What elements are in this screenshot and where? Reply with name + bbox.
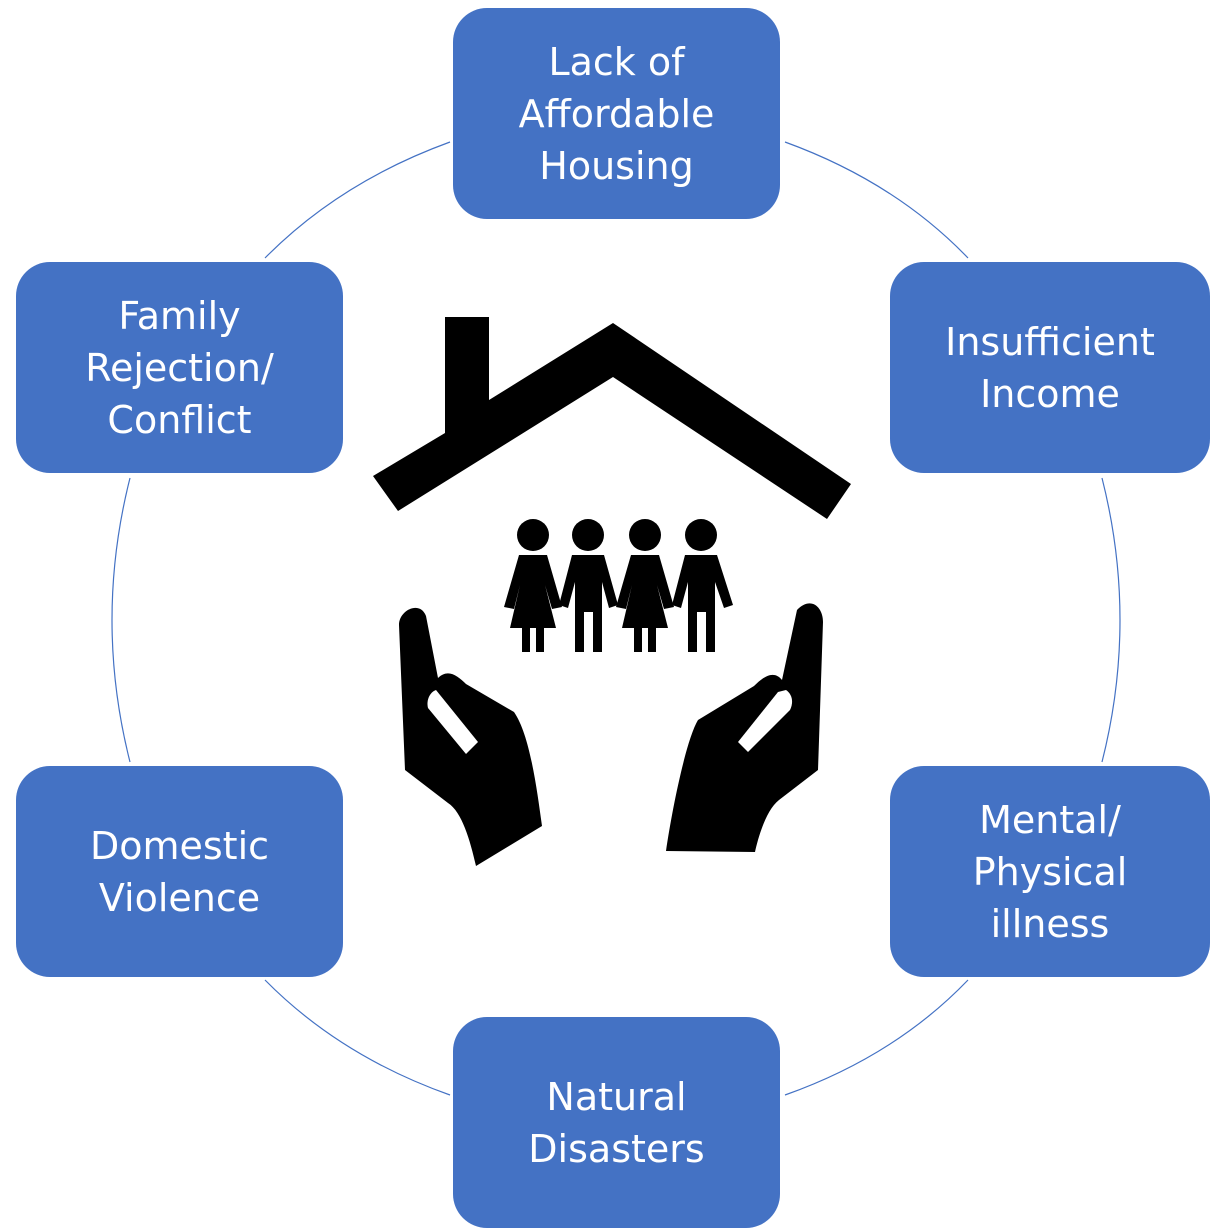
node-label: Mental/ Physical illness <box>972 797 1128 946</box>
ring-arc-bottomleft-to-topleft <box>111 477 131 763</box>
node-mental-physical-illness: Mental/ Physical illness <box>890 766 1210 977</box>
node-label: Insufficient Income <box>945 319 1155 416</box>
node-family-rejection-conflict: Family Rejection/ Conflict <box>16 262 343 473</box>
node-label: Family Rejection/ Conflict <box>85 293 274 442</box>
node-domestic-violence: Domestic Violence <box>16 766 343 977</box>
node-label: Domestic Violence <box>89 823 270 920</box>
node-label: Lack of Affordable Housing <box>518 39 715 188</box>
node-natural-disasters: Natural Disasters <box>453 1017 780 1228</box>
ring-arc-topright-to-bottomright <box>1101 477 1121 763</box>
ring-arc-bottomright-to-bottom <box>784 979 969 1096</box>
ring-arc-top-to-topright <box>784 141 969 259</box>
ring-arc-topleft-to-top <box>264 141 451 259</box>
node-lack-of-affordable-housing: Lack of Affordable Housing <box>453 8 780 219</box>
node-insufficient-income: Insufficient Income <box>890 262 1210 473</box>
ring-arc-bottom-to-bottomleft <box>264 979 451 1096</box>
node-label: Natural Disasters <box>528 1074 705 1171</box>
